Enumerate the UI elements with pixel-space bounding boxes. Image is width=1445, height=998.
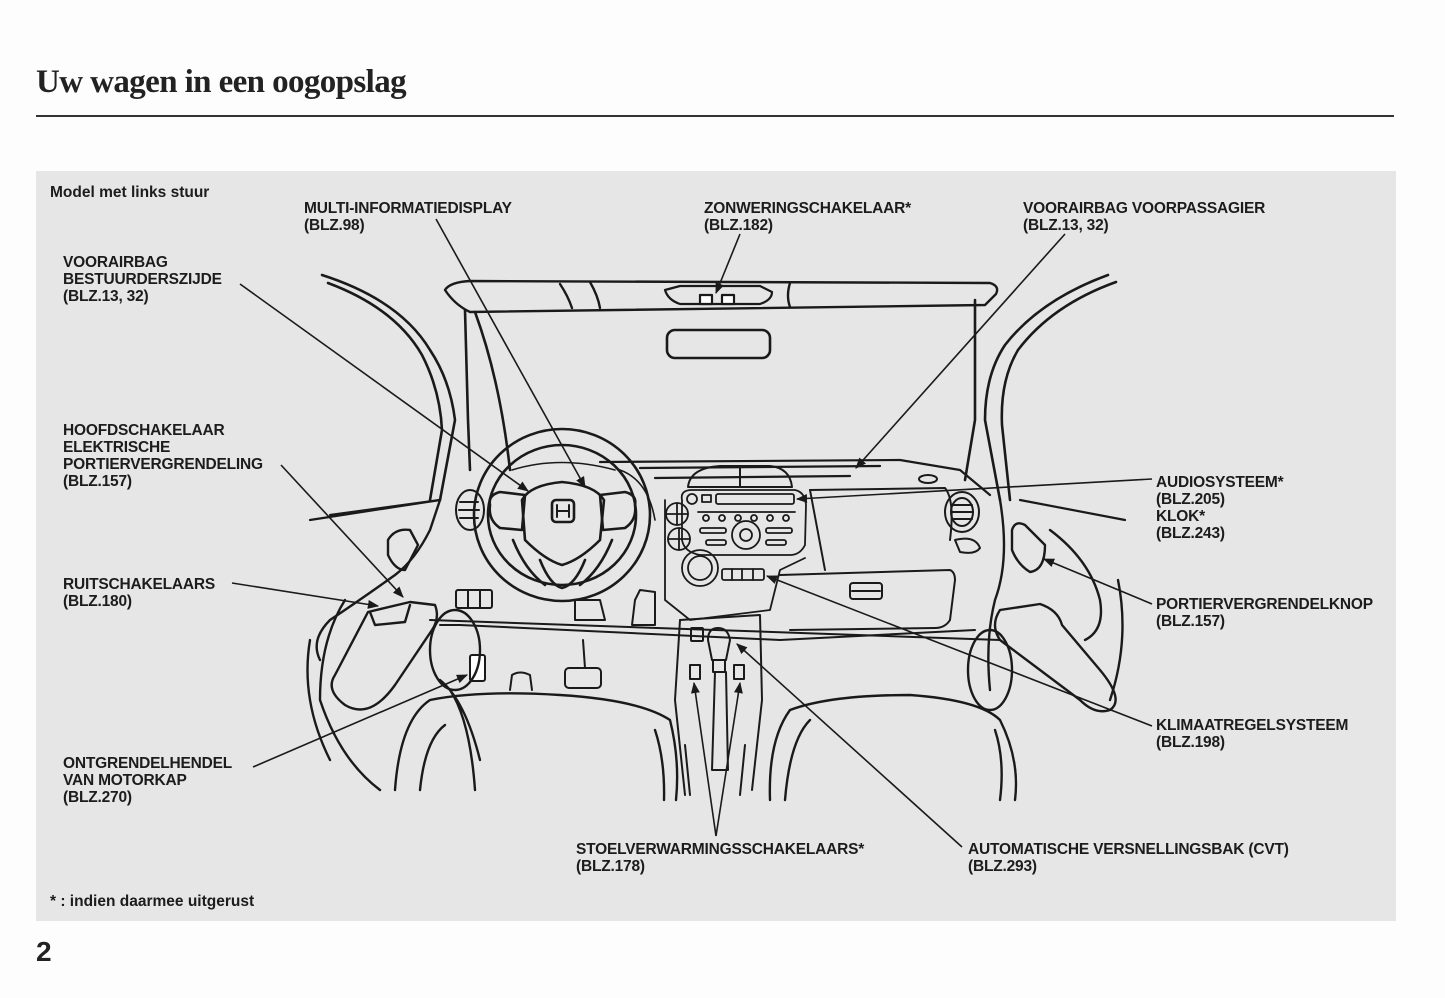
right-a-pillar (963, 273, 1118, 502)
leader-hood-release (252, 674, 469, 768)
callout-master-door-lock: HOOFDSCHAKELAAR ELEKTRISCHE PORTIERVERGR… (63, 422, 263, 490)
callout-multi-info-display: MULTI-INFORMATIEDISPLAY (BLZ.98) (304, 200, 512, 234)
page-title: Uw wagen in een oogopslag (36, 64, 407, 100)
driver-vent (455, 489, 485, 531)
roof-header (443, 279, 999, 314)
leader-cvt (736, 643, 963, 848)
callout-door-lock-knob: PORTIERVERGRENDELKNOP (BLZ.157) (1156, 596, 1373, 630)
leader-multi-info-display (435, 218, 586, 488)
leader-seat-heater-left (691, 681, 717, 837)
callout-cvt-transmission: AUTOMATISCHE VERSNELLINGSBAK (CVT) (BLZ.… (968, 841, 1289, 875)
leader-door-lock-knob (1042, 558, 1153, 605)
title-rule (36, 115, 1394, 117)
leader-passenger-airbag (855, 233, 1066, 469)
gauge-cluster (511, 461, 656, 521)
callout-climate-control: KLIMAATREGELSYSTEEM (BLZ.198) (1156, 717, 1349, 751)
model-label: Model met links stuur (50, 184, 210, 201)
callout-driver-airbag: VOORAIRBAG BESTUURDERSZIJDE (BLZ.13, 32) (63, 254, 222, 305)
leader-window-switches (231, 582, 380, 609)
footnote: * : indien daarmee uitgerust (50, 893, 255, 910)
rearview-mirror (665, 328, 772, 360)
center-console (674, 614, 763, 796)
page-number: 2 (36, 936, 52, 967)
climate-controls (664, 499, 806, 621)
right-door (966, 498, 1124, 713)
front-seats (393, 692, 1018, 802)
center-vent (687, 465, 793, 488)
glovebox (779, 487, 976, 641)
leader-climate-control (765, 575, 1153, 727)
leader-audio (795, 478, 1153, 503)
leader-master-door-lock (280, 464, 404, 598)
callout-sunshade-switch: ZONWERINGSCHAKELAAR* (BLZ.182) (704, 200, 911, 234)
illustration-panel (36, 171, 1396, 921)
passenger-vent (918, 474, 981, 554)
leader-driver-airbag (239, 283, 529, 492)
steering-wheel (472, 427, 652, 603)
left-door (306, 498, 482, 792)
callout-seat-heater-switches: STOELVERWARMINGSSCHAKELAARS* (BLZ.178) (576, 841, 865, 875)
leader-sunshade (715, 233, 741, 295)
left-a-pillar (320, 273, 512, 502)
sunshade-console (663, 284, 774, 306)
callout-hood-release: ONTGRENDELHENDEL VAN MOTORKAP (BLZ.270) (63, 755, 233, 806)
callout-passenger-airbag: VOORAIRBAG VOORPASSAGIER (BLZ.13, 32) (1023, 200, 1266, 234)
audio-unit (680, 489, 807, 556)
callout-window-switches: RUITSCHAKELAARS (BLZ.180) (63, 576, 216, 610)
left-knobs (665, 502, 691, 551)
leader-seat-heater-right (715, 681, 743, 837)
callout-audio-clock: AUDIOSYSTEEM* (BLZ.205) KLOK* (BLZ.243) (1156, 474, 1284, 542)
lower-dash (429, 589, 1001, 691)
